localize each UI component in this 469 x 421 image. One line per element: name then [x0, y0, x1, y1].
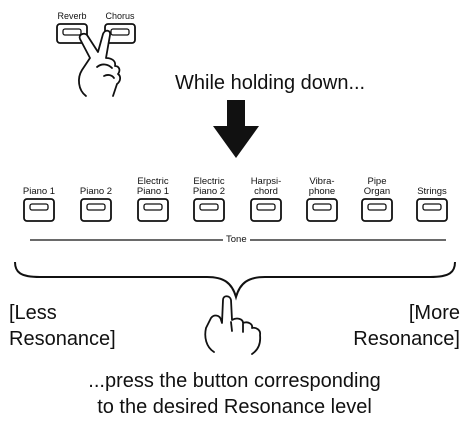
- tone-button-piano-1[interactable]: [23, 198, 55, 222]
- tone-button-piano-2[interactable]: [80, 198, 112, 222]
- tone-button-vibraphone[interactable]: [306, 198, 338, 222]
- tone-buttons: [23, 198, 448, 222]
- tone-label-piano-1: Piano 1: [22, 185, 56, 197]
- tone-button-electric-piano-2[interactable]: [193, 198, 225, 222]
- reverb-button[interactable]: [56, 23, 88, 44]
- chorus-button[interactable]: [104, 23, 136, 44]
- tone-label-harpsichord: Harpsi-chord: [250, 176, 282, 197]
- two-finger-hand-icon: [78, 29, 122, 97]
- tone-button-electric-piano-1[interactable]: [137, 198, 169, 222]
- pointing-hand-icon: [204, 295, 262, 355]
- tone-label-vibraphone: Vibra-phone: [308, 176, 336, 197]
- instruction-top: While holding down...: [175, 72, 366, 94]
- curly-brace: [14, 261, 456, 301]
- reverb-label: Reverb: [57, 11, 87, 21]
- tone-label-piano-2: Piano 2: [79, 185, 113, 197]
- tone-button-harpsichord[interactable]: [250, 198, 282, 222]
- down-arrow-icon: [213, 100, 259, 158]
- tone-group-label: Tone: [223, 234, 250, 245]
- tone-button-pipe-organ[interactable]: [361, 198, 393, 222]
- chorus-label: Chorus: [105, 11, 135, 21]
- tone-label-strings: Strings: [417, 185, 447, 197]
- tone-button-strings[interactable]: [416, 198, 448, 222]
